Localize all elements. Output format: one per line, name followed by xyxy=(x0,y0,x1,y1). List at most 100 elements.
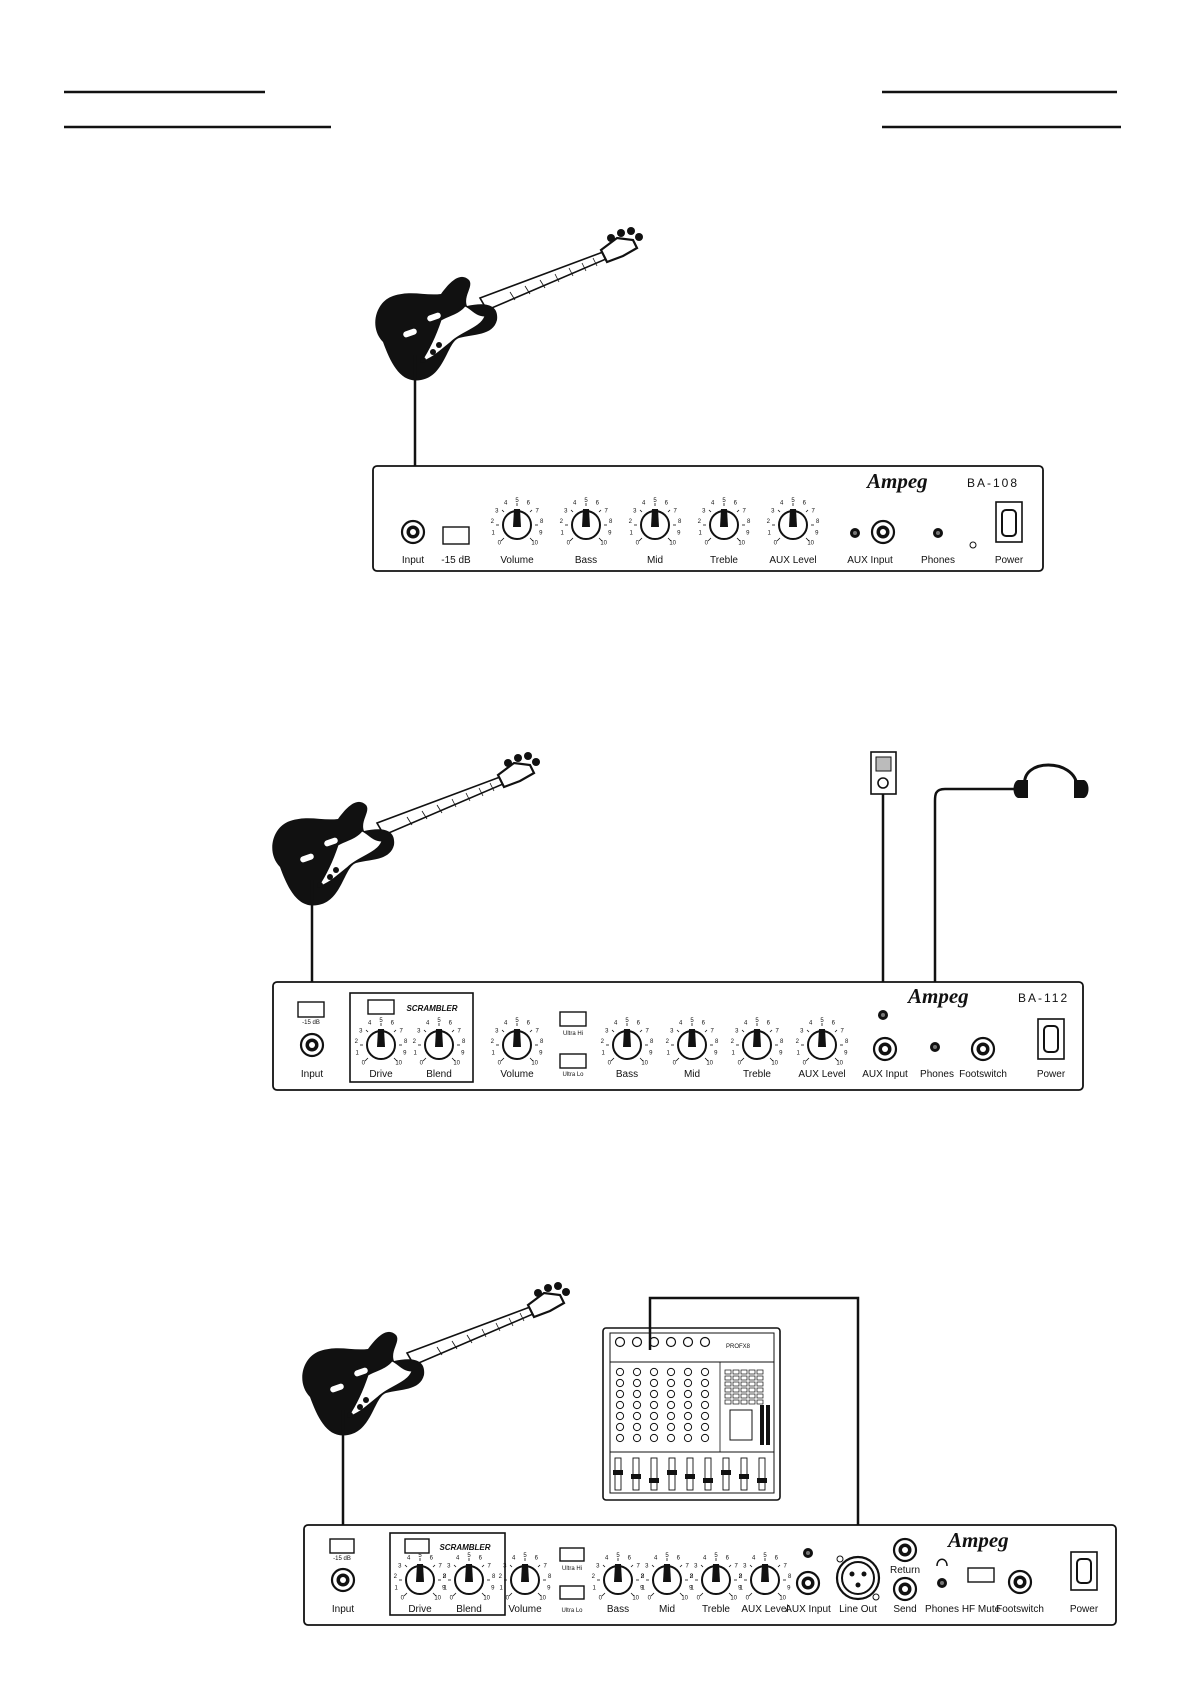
pad-switch[interactable] xyxy=(297,1001,325,1018)
return-jack[interactable] xyxy=(892,1537,918,1563)
mixer-control-dot xyxy=(685,1474,695,1479)
knob-scale-number: 0 xyxy=(506,1596,510,1602)
mid-label: Mid xyxy=(659,1604,675,1615)
mixer-control-dot xyxy=(683,1389,693,1399)
knob-scale-number: 5 xyxy=(625,1018,629,1024)
knob-scale-number: 2 xyxy=(443,1574,447,1580)
send-jack[interactable] xyxy=(892,1576,918,1602)
knob-scale-number: 4 xyxy=(368,1021,372,1027)
knob-scale-number: 4 xyxy=(744,1021,748,1027)
knob-scale-number: 0 xyxy=(746,1596,750,1602)
aux-input-mini-jack[interactable] xyxy=(803,1548,813,1558)
mixer-control-dot xyxy=(756,1393,764,1399)
drive-label: Drive xyxy=(408,1604,432,1615)
knob-scale-number: 2 xyxy=(394,1574,398,1580)
knob-scale-number: 5 xyxy=(515,498,519,504)
phones-jack[interactable] xyxy=(933,528,943,538)
phones-jack[interactable] xyxy=(930,1042,940,1052)
line-out-cable xyxy=(648,1296,860,1578)
knob-scale-number: 3 xyxy=(359,1028,363,1034)
ultra-hi-switch[interactable] xyxy=(559,1011,587,1027)
mixer-control-dot xyxy=(748,1375,756,1381)
hf-mute-switch[interactable] xyxy=(967,1567,995,1583)
knob-scale-number: 4 xyxy=(809,1021,813,1027)
power-label: Power xyxy=(995,555,1024,566)
knob-scale-number: 6 xyxy=(596,501,600,507)
knob-scale-number: 0 xyxy=(567,541,571,547)
mixer-control-dot xyxy=(756,1369,764,1375)
knob-scale-number: 4 xyxy=(703,1556,707,1562)
knob-scale-number: 3 xyxy=(694,1563,698,1569)
mixer-control-dot xyxy=(666,1367,676,1377)
brand-logo: Ampeg xyxy=(946,1528,1009,1552)
mixer-control-dot xyxy=(631,1474,641,1479)
bass-label: Bass xyxy=(616,1069,638,1080)
aux-input-label: AUX Input xyxy=(847,555,893,566)
pad-switch[interactable] xyxy=(442,526,470,545)
mixer-control-dot xyxy=(766,1405,770,1445)
input-jack[interactable] xyxy=(400,519,426,545)
mixer-control-dot xyxy=(631,1336,643,1348)
model-name: BA-112 xyxy=(1018,991,1069,1005)
knob-scale-number: 9 xyxy=(787,1586,791,1592)
knob-scale-number: 2 xyxy=(739,1574,743,1580)
knob-scale-number: 10 xyxy=(395,1061,402,1067)
knob-scale-number: 1 xyxy=(593,1586,597,1592)
knob-scale-number: 2 xyxy=(731,1039,735,1045)
aux-input-mini-jack[interactable] xyxy=(850,528,860,538)
knob-scale-number: 3 xyxy=(447,1563,451,1569)
diagram-1: Ampeg BA-108 Input -15 dB Volume Bass Mi… xyxy=(372,225,1044,572)
knob-scale-number: 3 xyxy=(503,1563,507,1569)
knob-scale-number: 4 xyxy=(679,1021,683,1027)
knob-scale-number: 9 xyxy=(491,1586,495,1592)
knob-scale-number: 5 xyxy=(616,1553,620,1559)
mixer-control-dot xyxy=(703,1478,713,1483)
mixer-control-dot xyxy=(700,1411,710,1421)
ultra-hi-switch[interactable] xyxy=(559,1547,585,1562)
knob-scale-number: 0 xyxy=(803,1061,807,1067)
pad-switch[interactable] xyxy=(329,1538,355,1554)
aux-input-mini-jack[interactable] xyxy=(878,1010,888,1020)
knob-scale-number: 2 xyxy=(690,1574,694,1580)
knob-scale-number: 6 xyxy=(628,1556,632,1562)
ultra-hi-label: Ultra Hi xyxy=(563,1031,583,1037)
aux-input-jack[interactable] xyxy=(870,519,896,545)
footswitch-jack[interactable] xyxy=(970,1036,996,1062)
knob-scale-number: 5 xyxy=(523,1553,527,1559)
knob-scale-number: 3 xyxy=(670,1028,674,1034)
line-out-xlr-jack[interactable] xyxy=(835,1555,881,1601)
mixer-control-dot xyxy=(700,1433,710,1443)
mixer-control-dot xyxy=(667,1470,677,1475)
knob-scale-number: 9 xyxy=(640,1586,644,1592)
ultra-lo-switch[interactable] xyxy=(559,1053,587,1069)
send-label: Send xyxy=(893,1604,916,1615)
mixer-control-dot xyxy=(756,1387,764,1393)
knob-scale-number: 6 xyxy=(734,501,738,507)
knob-scale-number: 10 xyxy=(483,1596,490,1602)
ultra-lo-label: Ultra Lo xyxy=(561,1608,583,1614)
mixer-control-dot xyxy=(666,1389,676,1399)
ultra-lo-switch[interactable] xyxy=(559,1585,585,1600)
knob-scale-number: 6 xyxy=(803,501,807,507)
knob-scale-number: 8 xyxy=(780,1039,784,1045)
footswitch-jack[interactable] xyxy=(1007,1569,1033,1595)
aux-input-jack[interactable] xyxy=(872,1036,898,1062)
input-jack[interactable] xyxy=(330,1567,356,1593)
mixer-control-dot xyxy=(699,1336,711,1348)
knob-scale-number: 8 xyxy=(540,1039,544,1045)
knob-scale-number: 10 xyxy=(730,1596,737,1602)
knob-scale-number: 7 xyxy=(735,1563,739,1569)
mixer-control-dot xyxy=(732,1369,740,1375)
phones-jack[interactable] xyxy=(937,1578,947,1588)
knob-scale-number: 4 xyxy=(573,501,577,507)
scrambler-switch[interactable] xyxy=(367,999,395,1015)
aux-input-jack[interactable] xyxy=(795,1570,821,1596)
knob-scale-number: 10 xyxy=(771,1061,778,1067)
knob-scale-number: 3 xyxy=(743,1563,747,1569)
scrambler-switch[interactable] xyxy=(404,1538,430,1554)
power-label: Power xyxy=(1070,1604,1099,1615)
input-jack[interactable] xyxy=(299,1032,325,1058)
knob-scale-number: 1 xyxy=(797,1051,801,1057)
mixer-control-dot xyxy=(615,1422,625,1432)
knob-scale-number: 10 xyxy=(836,1061,843,1067)
